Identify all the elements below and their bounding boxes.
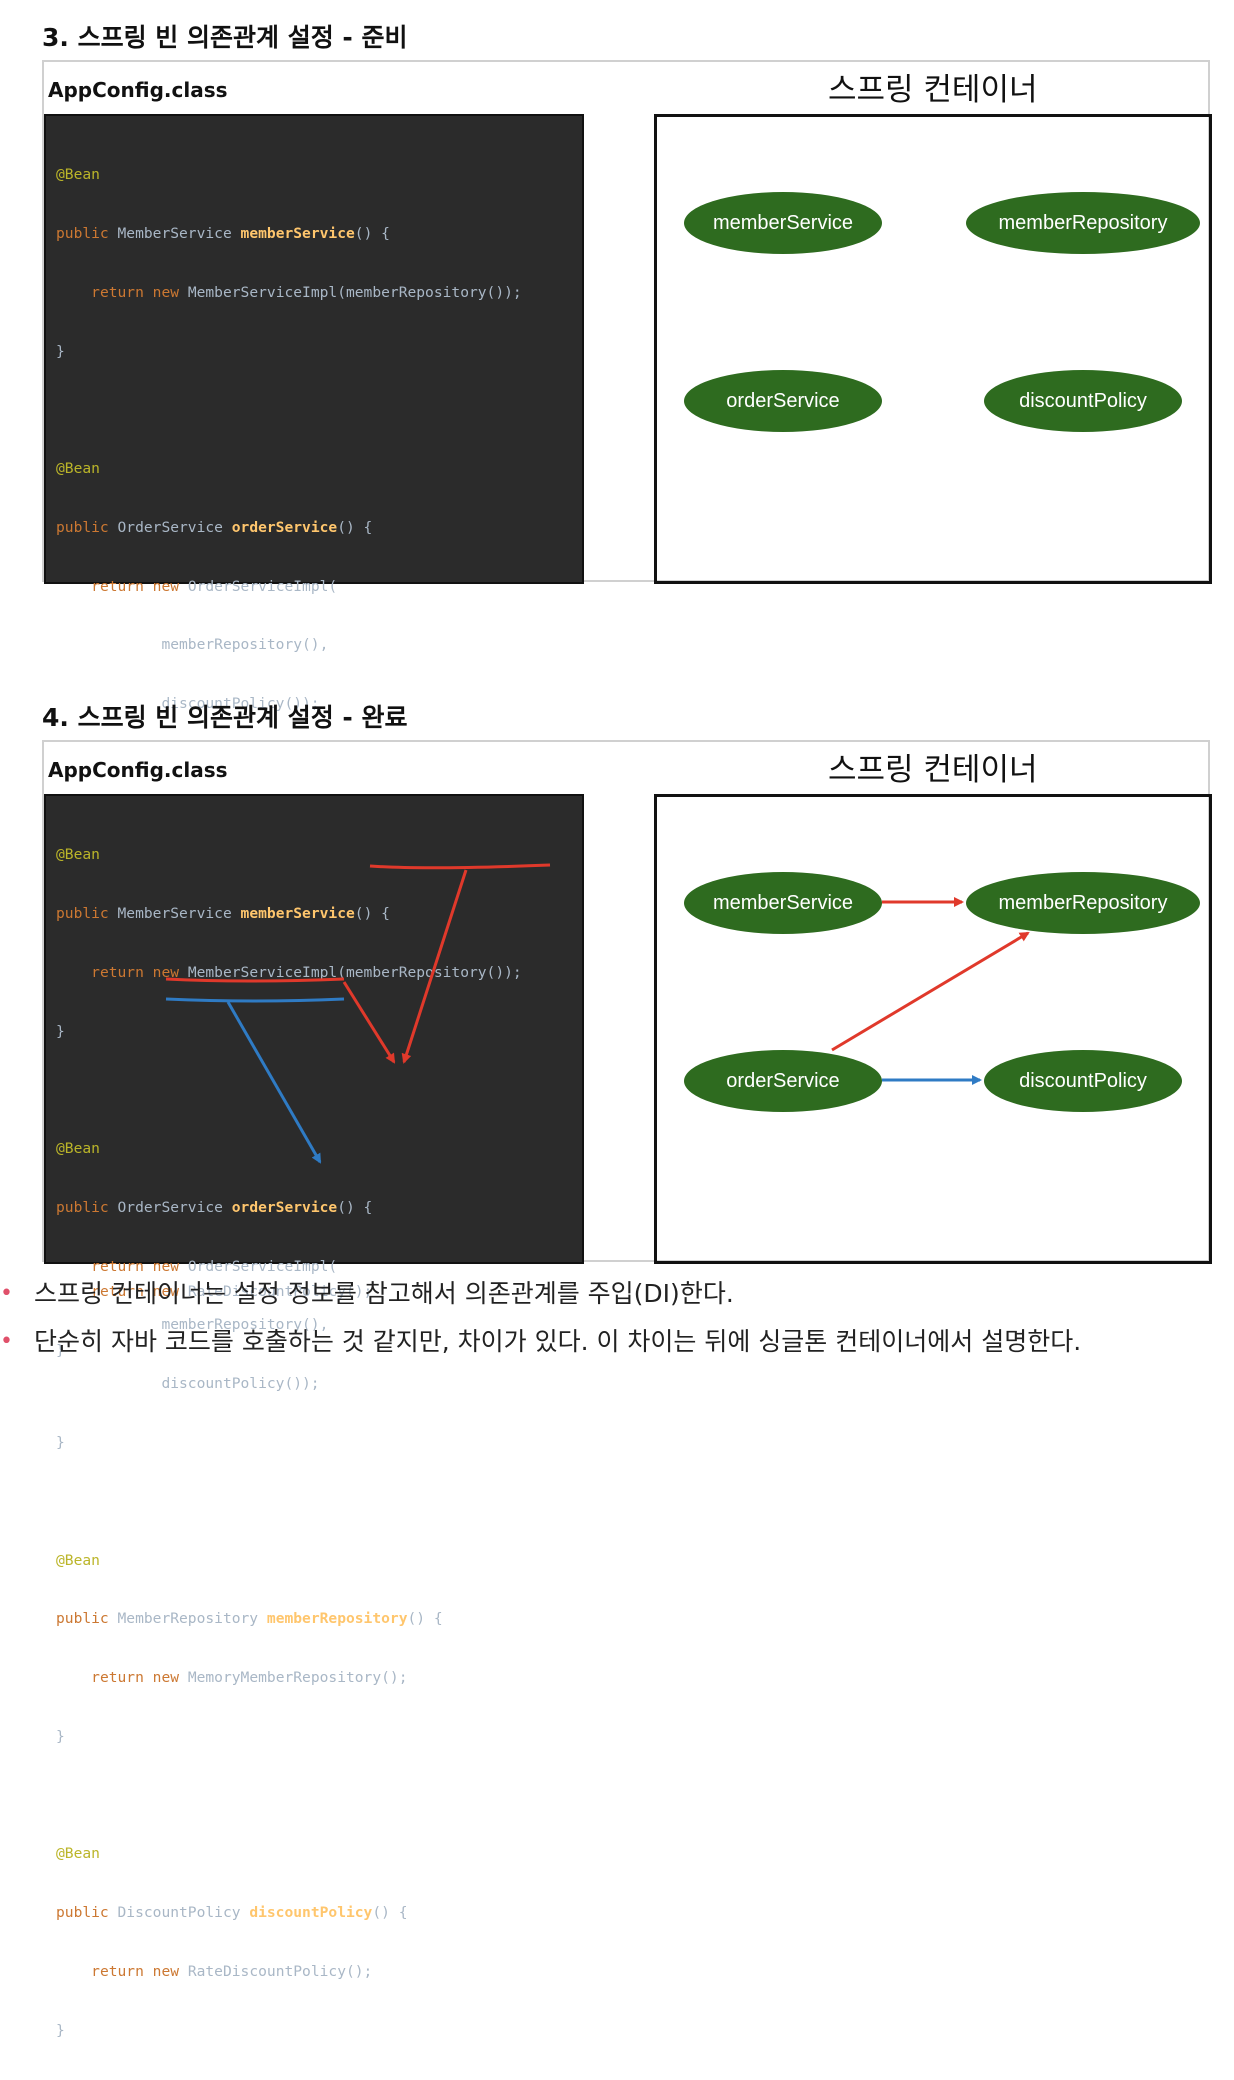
section-3-title: 3. 스프링 빈 의존관계 설정 - 준비	[42, 23, 408, 52]
bean-node-order-service: orderService	[684, 370, 882, 432]
appconfig-title: AppConfig.class	[48, 758, 228, 782]
section-4-panel: AppConfig.class @Bean public MemberServi…	[42, 740, 1212, 2039]
code-annotation: @Bean	[56, 166, 100, 184]
section-3-panel: AppConfig.class @Bean public MemberServi…	[42, 60, 1212, 1359]
bean-node-order-service: orderService	[684, 1050, 882, 1112]
spring-container-title: 스프링 컨테이너	[828, 72, 1038, 108]
note-item: •스프링 컨테이너는 설정 정보를 참고해서 의존관계를 주입(DI)한다.	[0, 1274, 1234, 1322]
bullet-dot-icon: •	[0, 1281, 13, 1306]
section-4-title: 4. 스프링 빈 의존관계 설정 - 완료	[42, 703, 408, 732]
bean-node-member-repository: memberRepository	[966, 192, 1200, 254]
spring-container-title: 스프링 컨테이너	[828, 752, 1038, 788]
note-item: •단순히 자바 코드를 호출하는 것 같지만, 차이가 있다. 이 차이는 뒤에…	[0, 1322, 1234, 1370]
notes-list: •스프링 컨테이너는 설정 정보를 참고해서 의존관계를 주입(DI)한다. •…	[0, 1274, 1234, 1370]
appconfig-code-block: @Bean public MemberService memberService…	[44, 114, 584, 1359]
appconfig-title: AppConfig.class	[48, 78, 228, 102]
bean-node-member-service: memberService	[684, 192, 882, 254]
bean-node-discount-policy: discountPolicy	[984, 1050, 1182, 1112]
bullet-dot-icon: •	[0, 1329, 13, 1354]
bean-node-discount-policy: discountPolicy	[984, 370, 1182, 432]
bean-node-member-service: memberService	[684, 872, 882, 934]
spring-container-box	[654, 794, 1212, 1264]
spring-container-box	[654, 114, 1212, 584]
bean-node-member-repository: memberRepository	[966, 872, 1200, 934]
appconfig-code-block: @Bean public MemberService memberService…	[44, 794, 584, 2039]
